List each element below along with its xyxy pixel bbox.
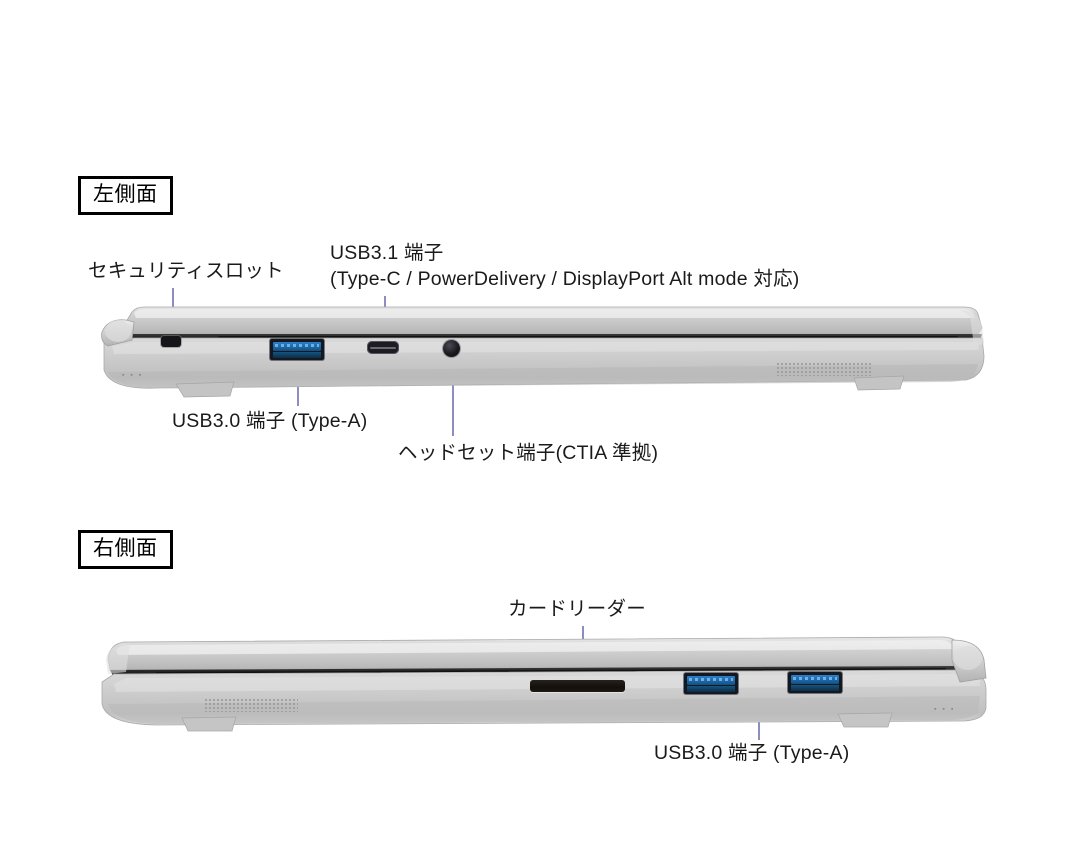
port-usb-a-left[interactable]: [270, 339, 324, 360]
status-dots-icon-right: ▪ ▪ ▪: [934, 706, 956, 713]
port-usb-a-right-1[interactable]: [684, 673, 738, 694]
label-usb31-line1: USB3.1 端子: [330, 242, 444, 264]
label-security-slot: セキュリティスロット: [88, 260, 284, 282]
laptop-right-side-view: ▪ ▪ ▪: [96, 626, 991, 736]
port-security-slot[interactable]: [161, 336, 181, 347]
laptop-left-side-view: ▪ ▪ ▪: [98, 296, 988, 404]
label-usb30-type-a-right: USB3.0 端子 (Type-A): [654, 742, 850, 764]
port-headset-jack[interactable]: [443, 340, 460, 357]
label-headset-jack: ヘッドセット端子(CTIA 準拠): [398, 442, 659, 464]
port-card-reader[interactable]: [530, 680, 625, 692]
leader-headset: [452, 360, 454, 436]
speaker-grille-icon: [776, 362, 872, 376]
port-usb-a-right-2[interactable]: [788, 672, 842, 693]
label-usb31-line2: (Type-C / PowerDelivery / DisplayPort Al…: [330, 268, 800, 290]
label-usb30-type-a-left: USB3.0 端子 (Type-A): [172, 410, 368, 432]
section-title-left-side: 左側面: [78, 176, 173, 215]
port-usb-c[interactable]: [367, 341, 399, 354]
speaker-grille-icon-right: [204, 698, 298, 712]
status-dots-icon: ▪ ▪ ▪: [122, 372, 144, 379]
section-title-right-side: 右側面: [78, 530, 173, 569]
label-card-reader: カードリーダー: [508, 598, 646, 620]
leader-usb30-right: [758, 708, 760, 740]
